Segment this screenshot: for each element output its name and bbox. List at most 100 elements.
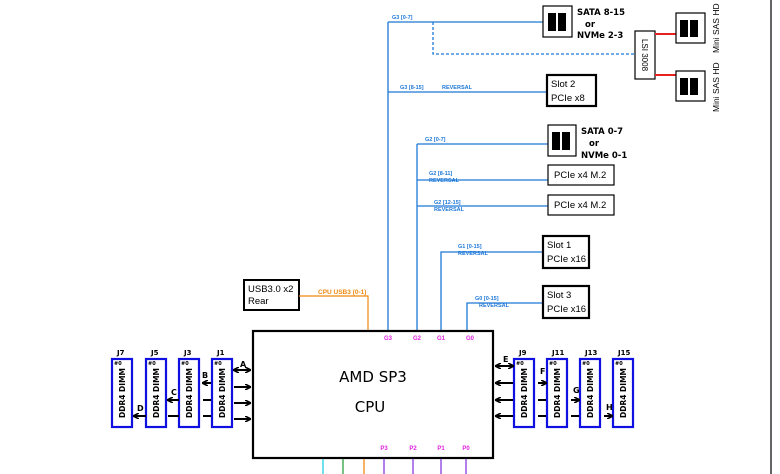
g0-0-15-note: REVERSAL (479, 303, 510, 309)
sata-0-7-connector: SATA 0-7 or NVMe 0-1 (547, 124, 627, 161)
dimm-slot-index: #0 (615, 361, 623, 367)
cpu-block: AMD SP3 CPU (251, 329, 495, 460)
svg-text:NVMe 2-3: NVMe 2-3 (577, 31, 623, 41)
dimm-socket-label: J5 (150, 349, 159, 357)
g2-12-15-label: G2 [12-15] (434, 200, 461, 206)
dimm-module (210, 357, 234, 429)
m2-slot-b: PCIe x4 M.2 (547, 194, 615, 216)
svg-text:Slot 2: Slot 2 (551, 79, 575, 90)
dimm-socket-label: J1 (216, 349, 225, 357)
g1-0-15-note: REVERSAL (458, 251, 489, 257)
port-p3: P3 (380, 446, 388, 452)
dimm-socket-label: J11 (551, 349, 564, 357)
channel-h-label: H (606, 403, 613, 412)
dimm-module (110, 357, 134, 429)
sata-8-15-connector: SATA 8-15 or NVMe 2-3 (542, 5, 625, 41)
svg-text:or: or (589, 139, 600, 149)
usb-link-label: CPU USB3 (0-1) (318, 289, 366, 296)
minisas-hd-top: Mini SAS HD (675, 3, 721, 53)
port-g3: G3 (384, 336, 393, 342)
dimm-slot-index: #0 (582, 361, 590, 367)
slot2-box: Slot 2 PCIe x8 (545, 73, 598, 108)
svg-text:USB3.0 x2: USB3.0 x2 (248, 284, 293, 295)
svg-text:SATA 0-7: SATA 0-7 (581, 127, 623, 137)
dimm-slot-index: #0 (114, 361, 122, 367)
svg-text:PCIe x16: PCIe x16 (547, 304, 586, 315)
svg-text:PCIe x4 M.2: PCIe x4 M.2 (554, 170, 606, 181)
port-g1: G1 (437, 336, 446, 342)
dimm-type-label: DDR4 DIMM (586, 368, 595, 418)
port-g0: G0 (466, 336, 475, 342)
dimm-type-label: DDR4 DIMM (218, 368, 227, 418)
dimm-module (611, 357, 635, 429)
port-p1: P1 (437, 446, 445, 452)
channel-f-label: F (540, 367, 545, 376)
channel-g-label: G (573, 386, 580, 395)
g2-8-11-note: REVERSAL (429, 178, 460, 184)
g3-8-15-note: REVERSAL (442, 85, 473, 91)
svg-text:PCIe x8: PCIe x8 (551, 93, 585, 104)
svg-text:SATA 8-15: SATA 8-15 (577, 8, 625, 18)
dimm-module (144, 357, 168, 429)
usb-link-line (299, 295, 369, 331)
dimm-slot-index: #0 (516, 361, 524, 367)
port-p0: P0 (462, 446, 470, 452)
svg-text:PCIe x4 M.2: PCIe x4 M.2 (554, 200, 606, 211)
channel-e-label: E (503, 355, 508, 364)
dimm-module (545, 357, 569, 429)
svg-text:or: or (585, 20, 596, 30)
g3-8-15-label: G3 [8-15] (400, 85, 424, 91)
svg-text:LSI 3008: LSI 3008 (640, 39, 649, 72)
cpu-name: AMD SP3 (339, 368, 407, 386)
dimm-socket-label: J3 (183, 349, 192, 357)
cpu-bottom-links (322, 459, 467, 474)
dimm-type-label: DDR4 DIMM (118, 368, 127, 418)
dimm-module (177, 357, 201, 429)
g2-8-11-label: G2 [8-11] (429, 171, 452, 177)
m2-slot-a: PCIe x4 M.2 (547, 164, 615, 186)
dimm-socket-label: J9 (518, 349, 527, 357)
svg-text:NVMe 0-1: NVMe 0-1 (581, 151, 627, 161)
dimm-module (512, 357, 536, 429)
svg-text:Slot 3: Slot 3 (547, 290, 571, 301)
svg-text:Slot 1: Slot 1 (547, 240, 571, 251)
port-g2: G2 (413, 336, 422, 342)
svg-text:Mini SAS HD: Mini SAS HD (711, 3, 721, 53)
svg-text:Mini SAS HD: Mini SAS HD (711, 62, 721, 112)
dimm-socket-label: J13 (584, 349, 597, 357)
port-p2: P2 (409, 446, 417, 452)
lsi-3008-controller: LSI 3008 (634, 30, 656, 80)
svg-text:Rear: Rear (248, 296, 269, 307)
g2-12-15-note: REVERSAL (434, 207, 465, 213)
dimm-socket-label: J15 (617, 349, 630, 357)
usb3-rear-box: USB3.0 x2 Rear (243, 279, 300, 311)
g3-0-7-label: G3 [0-7] (392, 15, 413, 21)
cpu-type: CPU (355, 398, 386, 416)
memory-links-left (134, 370, 250, 419)
dimm-slot-index: #0 (148, 361, 156, 367)
dimm-socket-label: J7 (116, 349, 125, 357)
slot3-box: Slot 3 PCIe x16 (541, 284, 591, 320)
minisas-hd-bottom: Mini SAS HD (675, 62, 721, 112)
dimm-slot-index: #0 (214, 361, 222, 367)
channel-a-label: A (240, 360, 247, 369)
dimm-type-label: DDR4 DIMM (619, 368, 628, 418)
dimm-slot-index: #0 (181, 361, 189, 367)
dimm-type-label: DDR4 DIMM (185, 368, 194, 418)
g0-0-15-label: G0 [0-15] (475, 296, 499, 302)
g1-0-15-label: G1 [0-15] (458, 244, 482, 250)
svg-text:PCIe x16: PCIe x16 (547, 254, 586, 265)
channel-c-label: C (171, 388, 177, 397)
dimm-type-label: DDR4 DIMM (553, 368, 562, 418)
g0-line (466, 302, 543, 331)
slot1-box: Slot 1 PCIe x16 (541, 234, 591, 270)
